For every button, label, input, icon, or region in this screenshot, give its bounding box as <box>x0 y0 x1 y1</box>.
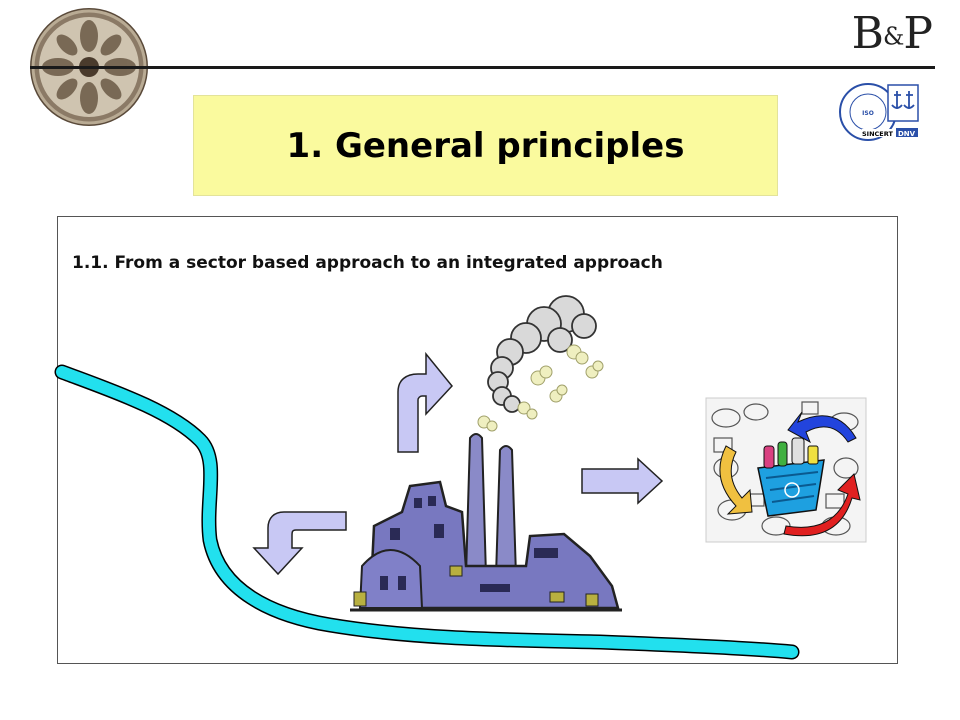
header-rule <box>30 66 935 69</box>
smoke-cloud-icon <box>477 295 604 432</box>
certification-seal-icon: ISO SINCERT DNV <box>839 83 919 141</box>
section-subtitle: 1.1. From a sector based approach to an … <box>72 253 663 273</box>
factory-icon <box>350 433 622 612</box>
svg-text:DNV: DNV <box>898 130 916 138</box>
arrow-right-icon <box>581 457 664 505</box>
bp-logo: B&P <box>851 8 933 59</box>
svg-text:SINCERT: SINCERT <box>862 130 893 138</box>
page-title: 1. General principles <box>286 125 685 166</box>
title-box: 1. General principles <box>193 95 778 196</box>
arrow-up-icon <box>397 351 453 453</box>
svg-text:ISO: ISO <box>862 110 874 117</box>
arrow-down-left-icon <box>252 511 347 576</box>
recycling-waste-icon <box>705 397 867 543</box>
